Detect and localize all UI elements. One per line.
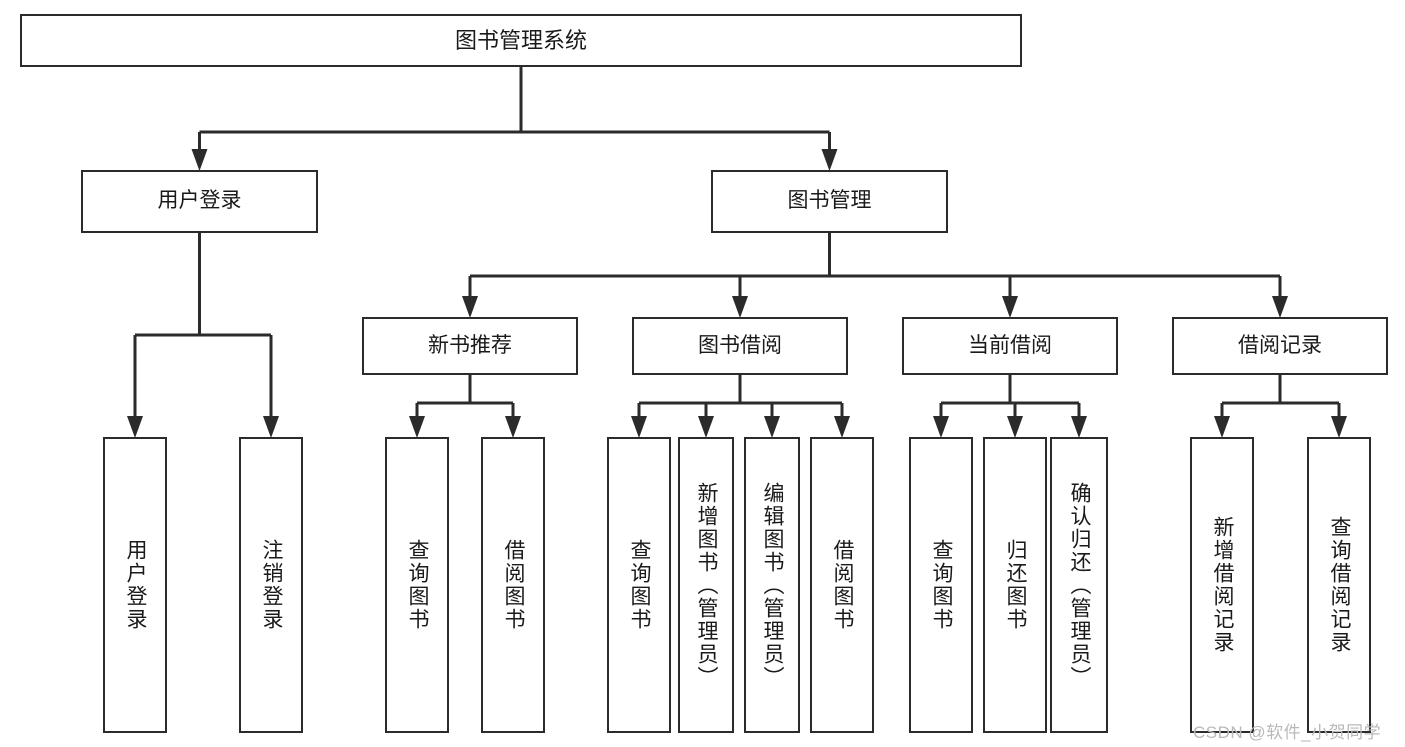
node-user-login[interactable]: 用户登录 xyxy=(81,170,318,233)
node-leaf-query-book-2[interactable]: 查询图书 xyxy=(607,437,671,733)
node-label: 当前借阅 xyxy=(968,333,1052,357)
node-label: 编辑图书（管理员） xyxy=(761,481,785,689)
node-label: 借阅图书 xyxy=(831,539,855,631)
node-label: 新书推荐 xyxy=(428,333,512,357)
node-label: 查询图书 xyxy=(628,539,652,631)
node-label: 查询借阅记录 xyxy=(1328,516,1352,654)
node-leaf-user-login[interactable]: 用户登录 xyxy=(103,437,167,733)
node-label: 图书借阅 xyxy=(698,333,782,357)
node-current-borrow[interactable]: 当前借阅 xyxy=(902,317,1118,375)
node-label: 查询图书 xyxy=(930,539,954,631)
node-label: 图书管理 xyxy=(787,189,872,213)
node-leaf-add-record[interactable]: 新增借阅记录 xyxy=(1190,437,1254,733)
node-leaf-borrow-book-2[interactable]: 借阅图书 xyxy=(810,437,874,733)
node-leaf-confirm-return[interactable]: 确认归还（管理员） xyxy=(1050,437,1108,733)
node-label: 用户登录 xyxy=(124,539,148,631)
node-leaf-logout[interactable]: 注销登录 xyxy=(239,437,303,733)
node-leaf-add-book[interactable]: 新增图书（管理员） xyxy=(678,437,734,733)
node-label: 新增图书（管理员） xyxy=(695,481,719,689)
node-root[interactable]: 图书管理系统 xyxy=(20,14,1022,67)
node-label: 注销登录 xyxy=(260,539,284,631)
node-leaf-query-book-1[interactable]: 查询图书 xyxy=(385,437,449,733)
node-leaf-edit-book[interactable]: 编辑图书（管理员） xyxy=(744,437,800,733)
csdn-watermark: CSDN @软件_小贺同学 xyxy=(1193,723,1382,742)
node-label: 借阅图书 xyxy=(502,539,526,631)
node-label: 用户登录 xyxy=(157,189,242,213)
node-label: 查询图书 xyxy=(406,539,430,631)
node-book-borrow[interactable]: 图书借阅 xyxy=(632,317,848,375)
node-leaf-return-book[interactable]: 归还图书 xyxy=(983,437,1047,733)
node-borrow-record[interactable]: 借阅记录 xyxy=(1172,317,1388,375)
node-label: 新增借阅记录 xyxy=(1211,516,1235,654)
node-label: 借阅记录 xyxy=(1238,333,1322,357)
node-leaf-query-record[interactable]: 查询借阅记录 xyxy=(1307,437,1371,733)
node-label: 图书管理系统 xyxy=(454,27,587,53)
node-new-book-rec[interactable]: 新书推荐 xyxy=(362,317,578,375)
node-label: 确认归还（管理员） xyxy=(1068,481,1092,689)
node-leaf-query-book-3[interactable]: 查询图书 xyxy=(909,437,973,733)
node-book-manage[interactable]: 图书管理 xyxy=(711,170,948,233)
node-leaf-borrow-book-1[interactable]: 借阅图书 xyxy=(481,437,545,733)
node-label: 归还图书 xyxy=(1004,539,1028,631)
